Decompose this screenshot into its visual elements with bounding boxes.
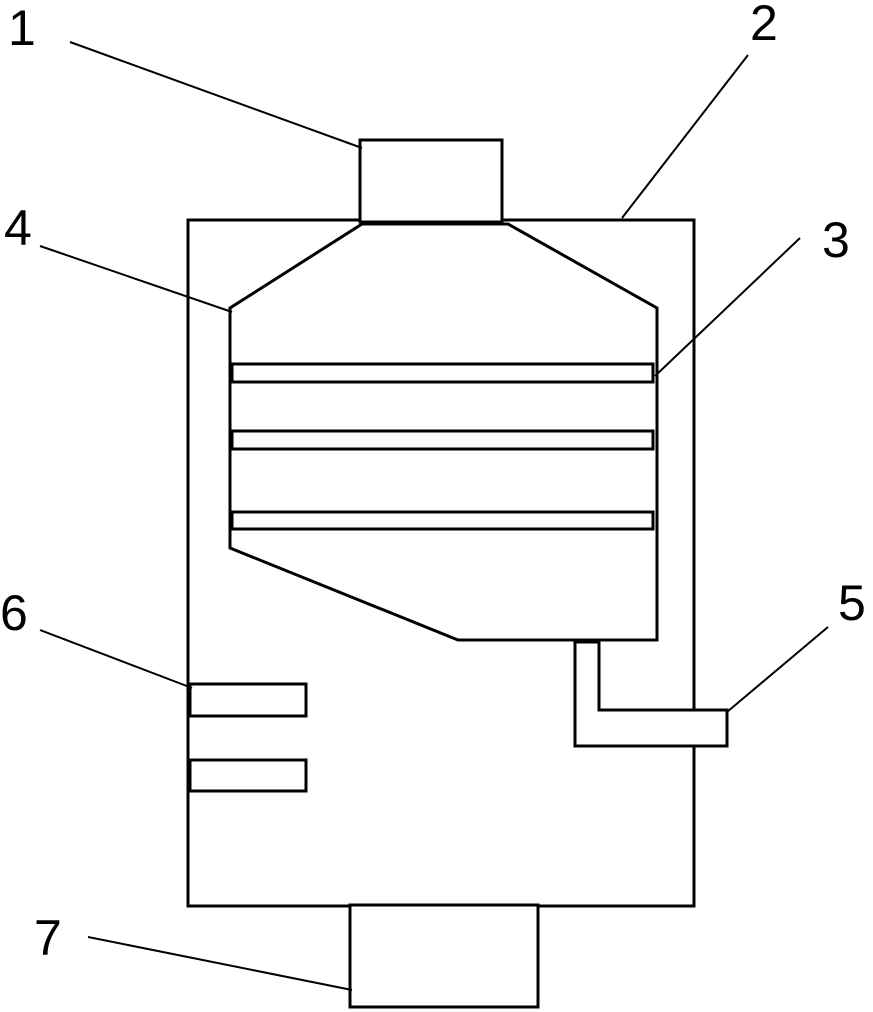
side-port (188, 682, 308, 718)
leader-line-3 (654, 237, 801, 377)
bottom-outlet-pipe (348, 903, 540, 1009)
callout-5: 5 (838, 575, 866, 631)
leader-line-2 (621, 54, 749, 219)
filter-layer (230, 429, 655, 451)
callout-4: 4 (4, 200, 32, 256)
drain-pipe (573, 640, 729, 748)
filter-layer (230, 510, 655, 531)
callout-2: 2 (750, 0, 778, 51)
leader-line-6 (39, 629, 193, 689)
leader-line-4 (39, 245, 233, 313)
side-port (188, 758, 308, 793)
callout-6: 6 (0, 585, 28, 641)
filter-layer (230, 362, 655, 384)
callout-7: 7 (34, 910, 62, 966)
callout-1: 1 (8, 0, 36, 56)
leader-line-7 (87, 936, 353, 991)
top-inlet-pipe (358, 138, 504, 224)
callout-3: 3 (822, 212, 850, 268)
leader-line-1 (69, 41, 363, 149)
leader-line-5 (726, 626, 829, 713)
